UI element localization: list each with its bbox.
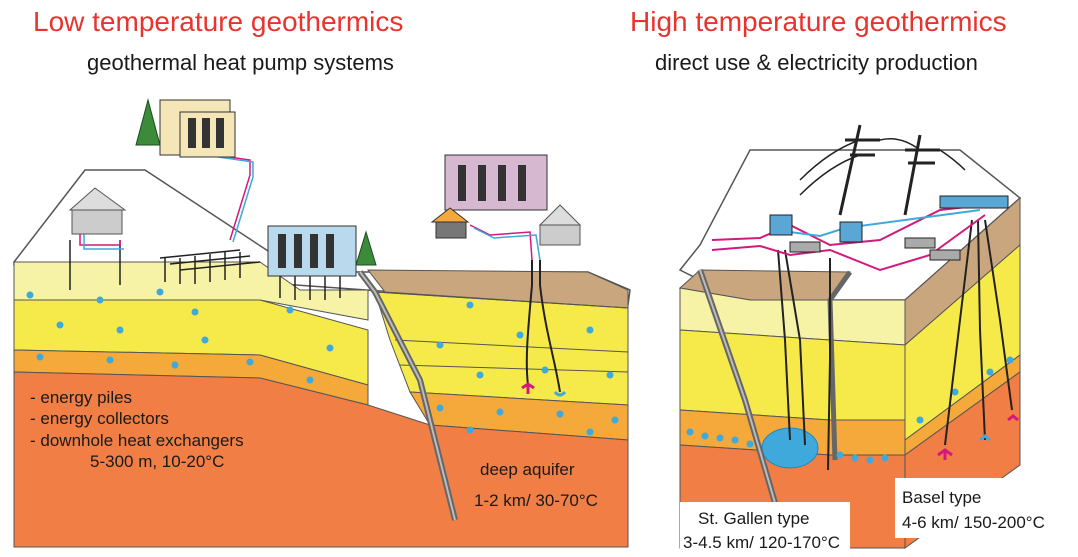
- right-yellow-layer: [374, 291, 629, 406]
- groundwater-dots: [26, 288, 619, 436]
- left-cross-section: [13, 98, 631, 548]
- energy-collector-grid: [159, 249, 261, 284]
- tree-icon: [355, 230, 377, 266]
- basel-range: 4-6 km/ 150-200°C: [902, 513, 1045, 532]
- downhole-heat-exchangers: [69, 240, 121, 290]
- house-icon: [68, 187, 127, 235]
- left-deep-orange: [13, 371, 629, 548]
- reservoir-dots: [686, 356, 1014, 464]
- right-cross-section: [678, 124, 1070, 552]
- right-subtitle: direct use & electricity production: [655, 50, 978, 75]
- building-icon: [267, 225, 357, 277]
- list-item: - energy collectors: [30, 409, 169, 429]
- house-icon: [538, 204, 582, 246]
- wellhead-icon: [937, 448, 953, 460]
- deep-wells: [777, 219, 1019, 471]
- power-plant-icon: [769, 195, 1009, 261]
- wellhead-icon: [521, 382, 535, 394]
- left-tan-strip: [366, 269, 629, 309]
- building-icon: [159, 99, 236, 158]
- list-item: - downhole heat exchangers: [30, 430, 244, 450]
- deep-aquifer-label: deep aquifer: [480, 460, 575, 479]
- tree-icon: [135, 98, 161, 146]
- list-item: - energy piles: [30, 388, 133, 407]
- left-title: Low temperature geothermics: [33, 6, 404, 37]
- deep-aquifer-range: 1-2 km/ 30-70°C: [474, 491, 598, 510]
- stgallen-label: St. Gallen type: [698, 509, 810, 528]
- left-subtitle: geothermal heat pump systems: [87, 50, 394, 75]
- basel-label: Basel type: [902, 488, 982, 507]
- building-icon: [444, 154, 548, 211]
- basel-label-box: [895, 478, 1070, 538]
- low-temp-list: - energy piles - energy collectors - dow…: [30, 387, 244, 472]
- house-icon: [430, 207, 470, 239]
- front-yellow: [679, 329, 906, 421]
- right-title: High temperature geothermics: [630, 6, 1007, 37]
- power-pylon-icon: [799, 124, 966, 216]
- low-temp-range: 5-300 m, 10-20°C: [90, 451, 225, 471]
- stgallen-range: 3-4.5 km/ 120-170°C: [683, 533, 841, 552]
- deep-aquifer-wells: [521, 260, 567, 397]
- stgallen-label-box: [680, 502, 850, 552]
